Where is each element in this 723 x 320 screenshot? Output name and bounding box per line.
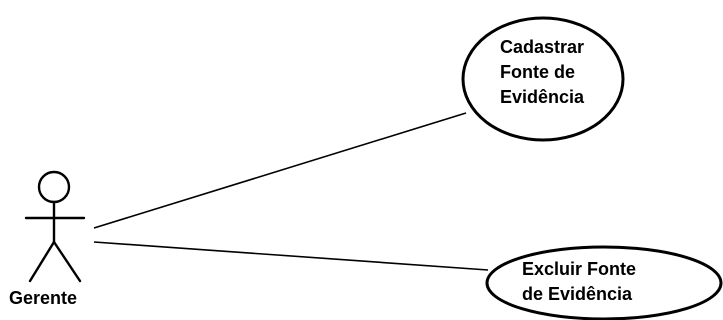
actor-stick-figure[interactable] xyxy=(24,170,86,283)
use-case-ellipse-excluir[interactable] xyxy=(485,245,723,320)
use-case-label-line: Excluir Fonte xyxy=(522,259,637,279)
use-case-label-line: Fonte de xyxy=(500,62,575,82)
use-case-label-cadastrar: Cadastrar Fonte de Evidência xyxy=(500,35,584,110)
use-case-label-line: Evidência xyxy=(500,87,585,107)
use-case-label-excluir: Excluir Fonte de Evidência xyxy=(522,257,636,307)
actor-head xyxy=(37,170,71,204)
use-case-label-line: de Evidência xyxy=(522,284,633,304)
association-line-excluir xyxy=(93,241,489,271)
actor-right-leg xyxy=(52,240,82,283)
use-case-ellipse-cadastrar[interactable] xyxy=(461,16,625,142)
association-line-cadastrar xyxy=(93,112,467,229)
use-case-label-line: Cadastrar xyxy=(500,37,585,57)
actor-name-label: Gerente xyxy=(9,288,78,308)
actor-left-leg xyxy=(28,240,56,283)
